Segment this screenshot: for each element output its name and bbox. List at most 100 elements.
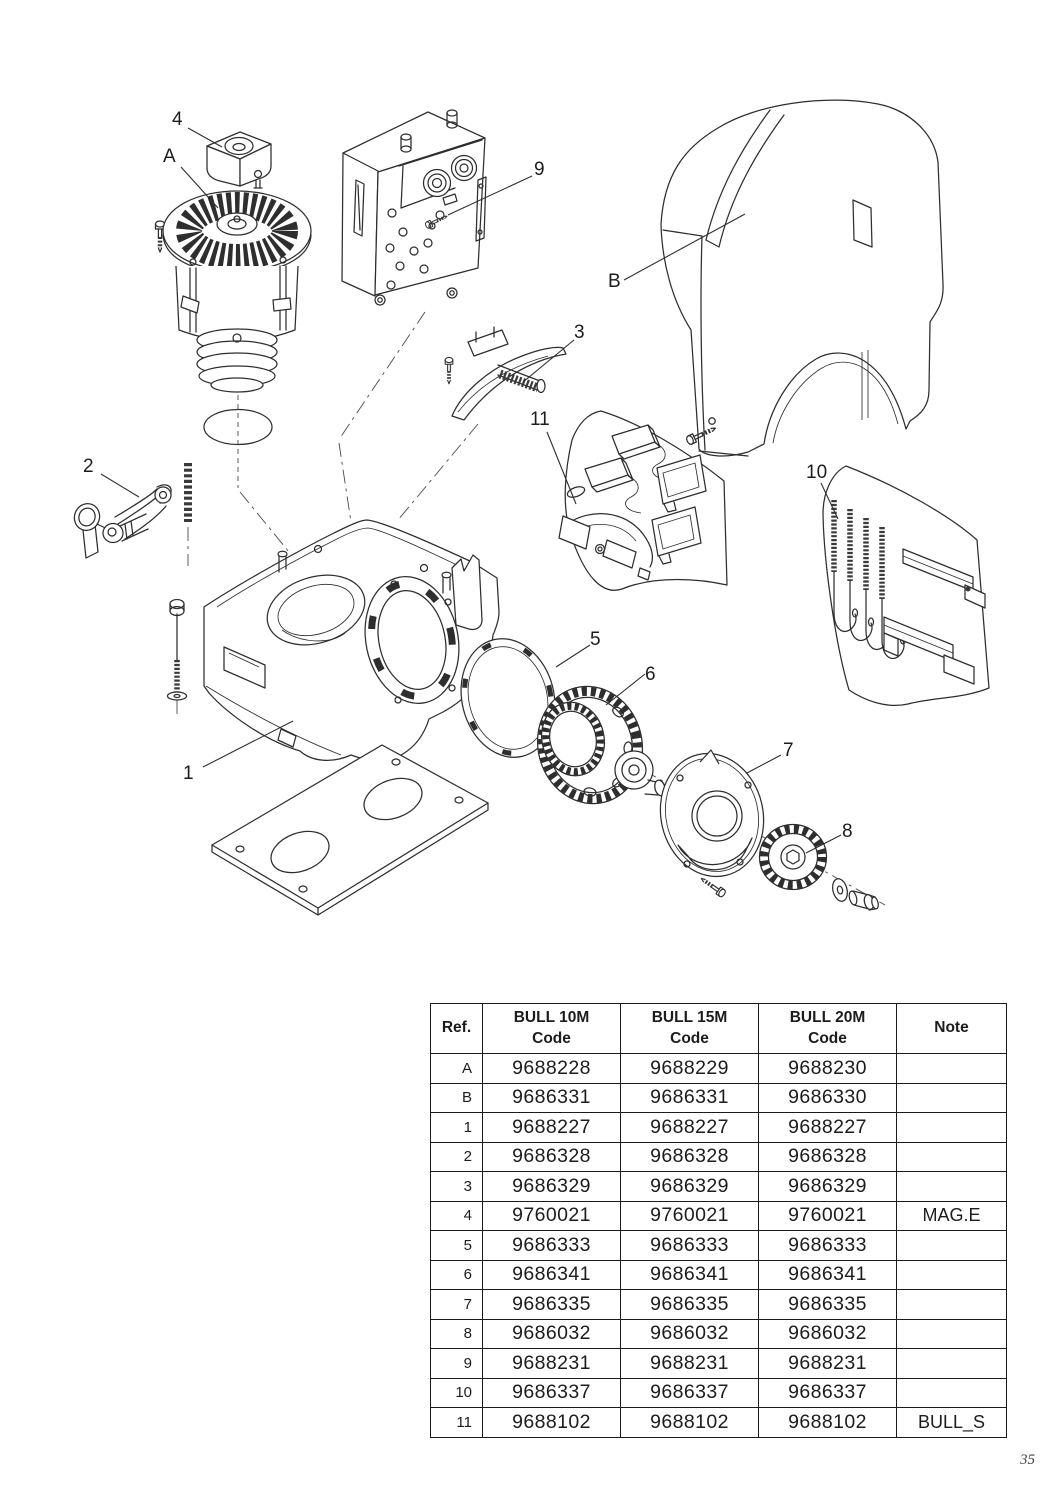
note-cell [896,1289,1007,1320]
code-cell: 9686335 [482,1289,621,1320]
callout-leader-lines [100,127,842,854]
code-cell: 9686331 [482,1082,621,1113]
ref-cell: 10 [430,1377,483,1408]
callout-label-3: 3 [574,322,585,343]
code-cell: 9686333 [758,1230,897,1261]
ref-cell: 3 [430,1171,483,1202]
chassis-flange-ring [364,576,460,704]
ref-cell: 1 [430,1112,483,1143]
callout-label-1: 1 [183,763,194,784]
control-board-part-9 [341,109,487,306]
ref-cell: 11 [430,1407,483,1438]
callout-label-7: 7 [783,740,794,761]
note-cell: BULL_S [896,1407,1007,1438]
header-note: Note [896,1003,1007,1054]
header-title: BULL 10M [513,1009,590,1027]
header-title: Note [934,1019,969,1037]
code-cell: 9686337 [620,1377,759,1408]
ref-cell: 6 [430,1259,483,1290]
code-cell: 9760021 [620,1200,759,1231]
callout-label-11: 11 [530,409,550,430]
code-cell: 9688229 [620,1053,759,1084]
code-cell: 9686328 [620,1141,759,1172]
code-cell: 9688228 [482,1053,621,1084]
note-cell [896,1053,1007,1084]
callout-label-9: 9 [534,159,545,180]
capacitor-part-4 [206,131,272,189]
page-number: 35 [1020,1452,1035,1468]
code-cell: 9686341 [758,1259,897,1290]
callout-label-4: 4 [172,109,183,130]
base-plate [211,744,489,916]
ref-cell: 9 [430,1348,483,1379]
code-cell: 9686329 [482,1171,621,1202]
note-cell [896,1141,1007,1172]
code-cell: 9688227 [620,1112,759,1143]
ref-cell: 4 [430,1200,483,1231]
header-title: BULL 20M [789,1009,866,1027]
ref-cell: 5 [430,1230,483,1261]
pinion-bolt [848,890,879,911]
cover-part-b [660,99,944,457]
o-ring-seal [203,408,273,446]
note-cell [896,1230,1007,1261]
motor-part-a [156,190,312,393]
code-cell: 9688231 [758,1348,897,1379]
callout-label-8: 8 [842,821,853,842]
foundation-kit-part-10 [822,465,990,707]
code-cell: 9686328 [758,1141,897,1172]
note-cell [896,1171,1007,1202]
header-subtitle: Code [670,1029,709,1047]
header-title: Ref. [441,1019,472,1037]
header-title: BULL 15M [651,1009,728,1027]
header-bull-15m: BULL 15M Code [620,1003,759,1054]
code-cell: 9688102 [482,1407,621,1438]
code-cell: 9686337 [758,1377,897,1408]
ref-cell: 7 [430,1289,483,1320]
callout-label-a: A [163,146,176,167]
note-cell [896,1082,1007,1113]
callout-label-2: 2 [83,456,94,477]
ref-cell: 2 [430,1141,483,1172]
code-cell: 9688230 [758,1053,897,1084]
code-cell: 9688102 [758,1407,897,1438]
anchor-channels [883,548,986,685]
note-cell [896,1377,1007,1408]
code-cell: 9686329 [620,1171,759,1202]
note-cell: MAG.E [896,1200,1007,1231]
note-cell [896,1348,1007,1379]
code-cell: 9686333 [482,1230,621,1261]
callout-label-b: B [608,271,621,292]
code-cell: 9686335 [620,1289,759,1320]
exploded-view-drawing [73,99,990,916]
callout-label-5: 5 [590,629,601,650]
code-cell: 9686335 [758,1289,897,1320]
code-cell: 9760021 [758,1200,897,1231]
code-cell: 9686330 [758,1082,897,1113]
callout-label-6: 6 [645,664,656,685]
note-cell [896,1318,1007,1349]
release-lever-part-3 [443,326,567,421]
callout-label-10: 10 [806,462,828,483]
code-cell: 9686333 [620,1230,759,1261]
code-cell: 9686032 [758,1318,897,1349]
code-cell: 9686329 [758,1171,897,1202]
code-cell: 9686032 [482,1318,621,1349]
chassis-rear-wall [451,554,483,631]
